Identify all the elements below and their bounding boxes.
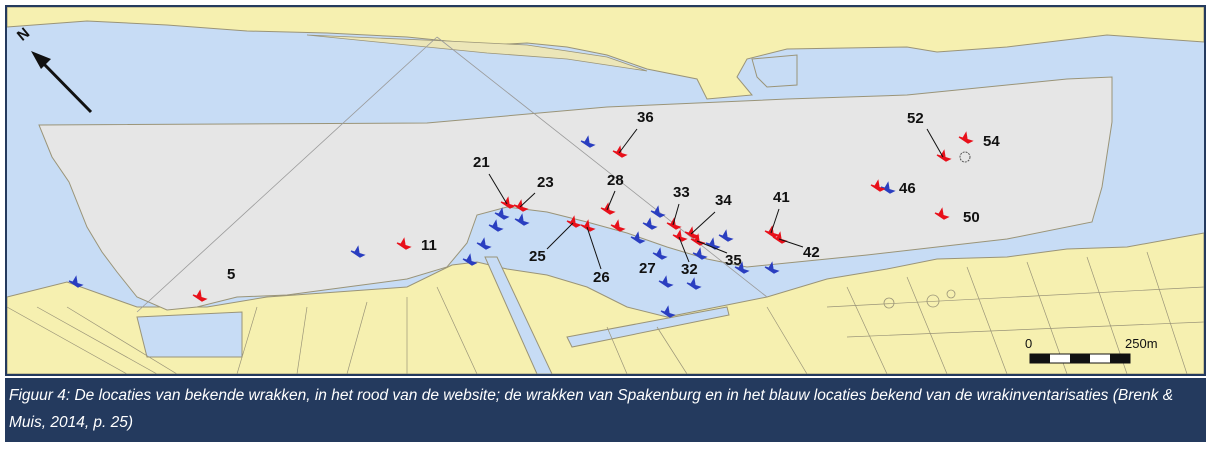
- leader-line: [690, 211, 716, 235]
- scale-end-label: 250m: [1125, 336, 1158, 351]
- unidentified-marker: [959, 151, 971, 163]
- wreck-label: 28: [607, 172, 624, 189]
- wreck-label: 25: [529, 248, 546, 265]
- blue-wreck-marker: [642, 217, 658, 230]
- blue-wreck-marker: [764, 261, 780, 274]
- north-arrow: [31, 51, 93, 114]
- leader-line: [618, 128, 638, 154]
- leader-line: [606, 190, 616, 211]
- wreck-label: 34: [715, 192, 732, 209]
- red-wreck-marker: [958, 131, 974, 144]
- blue-wreck-marker: [580, 135, 596, 148]
- wreck-label: 42: [803, 244, 820, 261]
- blue-wreck-marker: [692, 247, 708, 260]
- wreck-label: 23: [537, 174, 554, 191]
- caption-text: Figuur 4: De locaties van bekende wrakke…: [9, 387, 1174, 431]
- scale-bar: 0 250m: [1025, 336, 1158, 364]
- leader-line: [586, 226, 602, 270]
- north-shore-land: [7, 7, 1204, 100]
- canal: [484, 256, 553, 374]
- blue-wreck-marker: [630, 231, 646, 244]
- wreck-label: 33: [673, 184, 690, 201]
- reference-lines: [136, 36, 768, 313]
- wreck-label: 27: [639, 260, 656, 277]
- leader-line: [678, 236, 690, 263]
- harbour-basin: [751, 54, 798, 88]
- street-lines: [7, 251, 1204, 374]
- wreck-label: 54: [983, 133, 1000, 150]
- south-shore-land: [7, 232, 1204, 374]
- leader-lines: [488, 128, 944, 270]
- red-wreck-marker: [396, 237, 412, 250]
- blue-wreck-marker: [718, 229, 734, 242]
- red-wreck-marker: [870, 179, 886, 192]
- leader-line: [696, 240, 728, 254]
- north-shore-band: [306, 34, 648, 72]
- southwest-harbour: [136, 311, 243, 358]
- leader-line: [778, 238, 804, 248]
- blue-wreck-marker: [494, 207, 510, 220]
- blue-wreck-marker: [350, 245, 366, 258]
- blue-wreck-marker: [462, 253, 478, 266]
- blue-wreck-marker: [660, 305, 676, 318]
- wreck-label: 26: [593, 269, 610, 286]
- leader-line: [926, 128, 944, 158]
- red-wreck-marker: [500, 196, 516, 209]
- blue-wreck-markers: [68, 135, 971, 318]
- blue-wreck-marker: [514, 213, 530, 226]
- wreck-label: 41: [773, 189, 790, 206]
- wreck-label: 5: [227, 266, 235, 283]
- wreck-labels: 5 11 21 23 25 26 27 28 32 33 34 35 36 41 42 46 50 52 54: [227, 109, 1000, 286]
- blue-wreck-marker: [652, 247, 668, 260]
- blue-wreck-marker: [880, 181, 896, 194]
- blue-wreck-marker: [734, 261, 750, 274]
- scale-start-label: 0: [1025, 336, 1032, 351]
- blue-wreck-marker: [488, 219, 504, 232]
- red-wreck-marker: [192, 289, 208, 302]
- blue-wreck-marker: [650, 205, 666, 218]
- red-wreck-marker: [934, 207, 950, 220]
- wreck-label: 35: [725, 252, 742, 269]
- leader-line: [546, 222, 574, 250]
- blue-wreck-marker: [476, 237, 492, 250]
- blue-wreck-marker: [658, 275, 674, 288]
- small-features: [883, 289, 956, 309]
- leader-line: [519, 192, 536, 208]
- blue-wreck-marker: [68, 275, 84, 288]
- canal-east: [566, 306, 730, 348]
- leader-line: [770, 208, 780, 234]
- red-wreck-marker: [610, 219, 626, 232]
- figure-caption: Figuur 4: De locaties van bekende wrakke…: [5, 378, 1206, 442]
- wreck-label: 21: [473, 154, 490, 171]
- leader-line: [672, 203, 680, 226]
- blue-wreck-marker: [686, 277, 702, 290]
- wreck-label: 52: [907, 110, 924, 127]
- wreck-label: 11: [421, 237, 437, 254]
- wreck-label: 32: [681, 261, 698, 278]
- wreck-label: 50: [963, 209, 980, 226]
- wreck-label: 36: [637, 109, 654, 126]
- leader-line: [488, 173, 508, 205]
- wreck-label: 46: [899, 180, 916, 197]
